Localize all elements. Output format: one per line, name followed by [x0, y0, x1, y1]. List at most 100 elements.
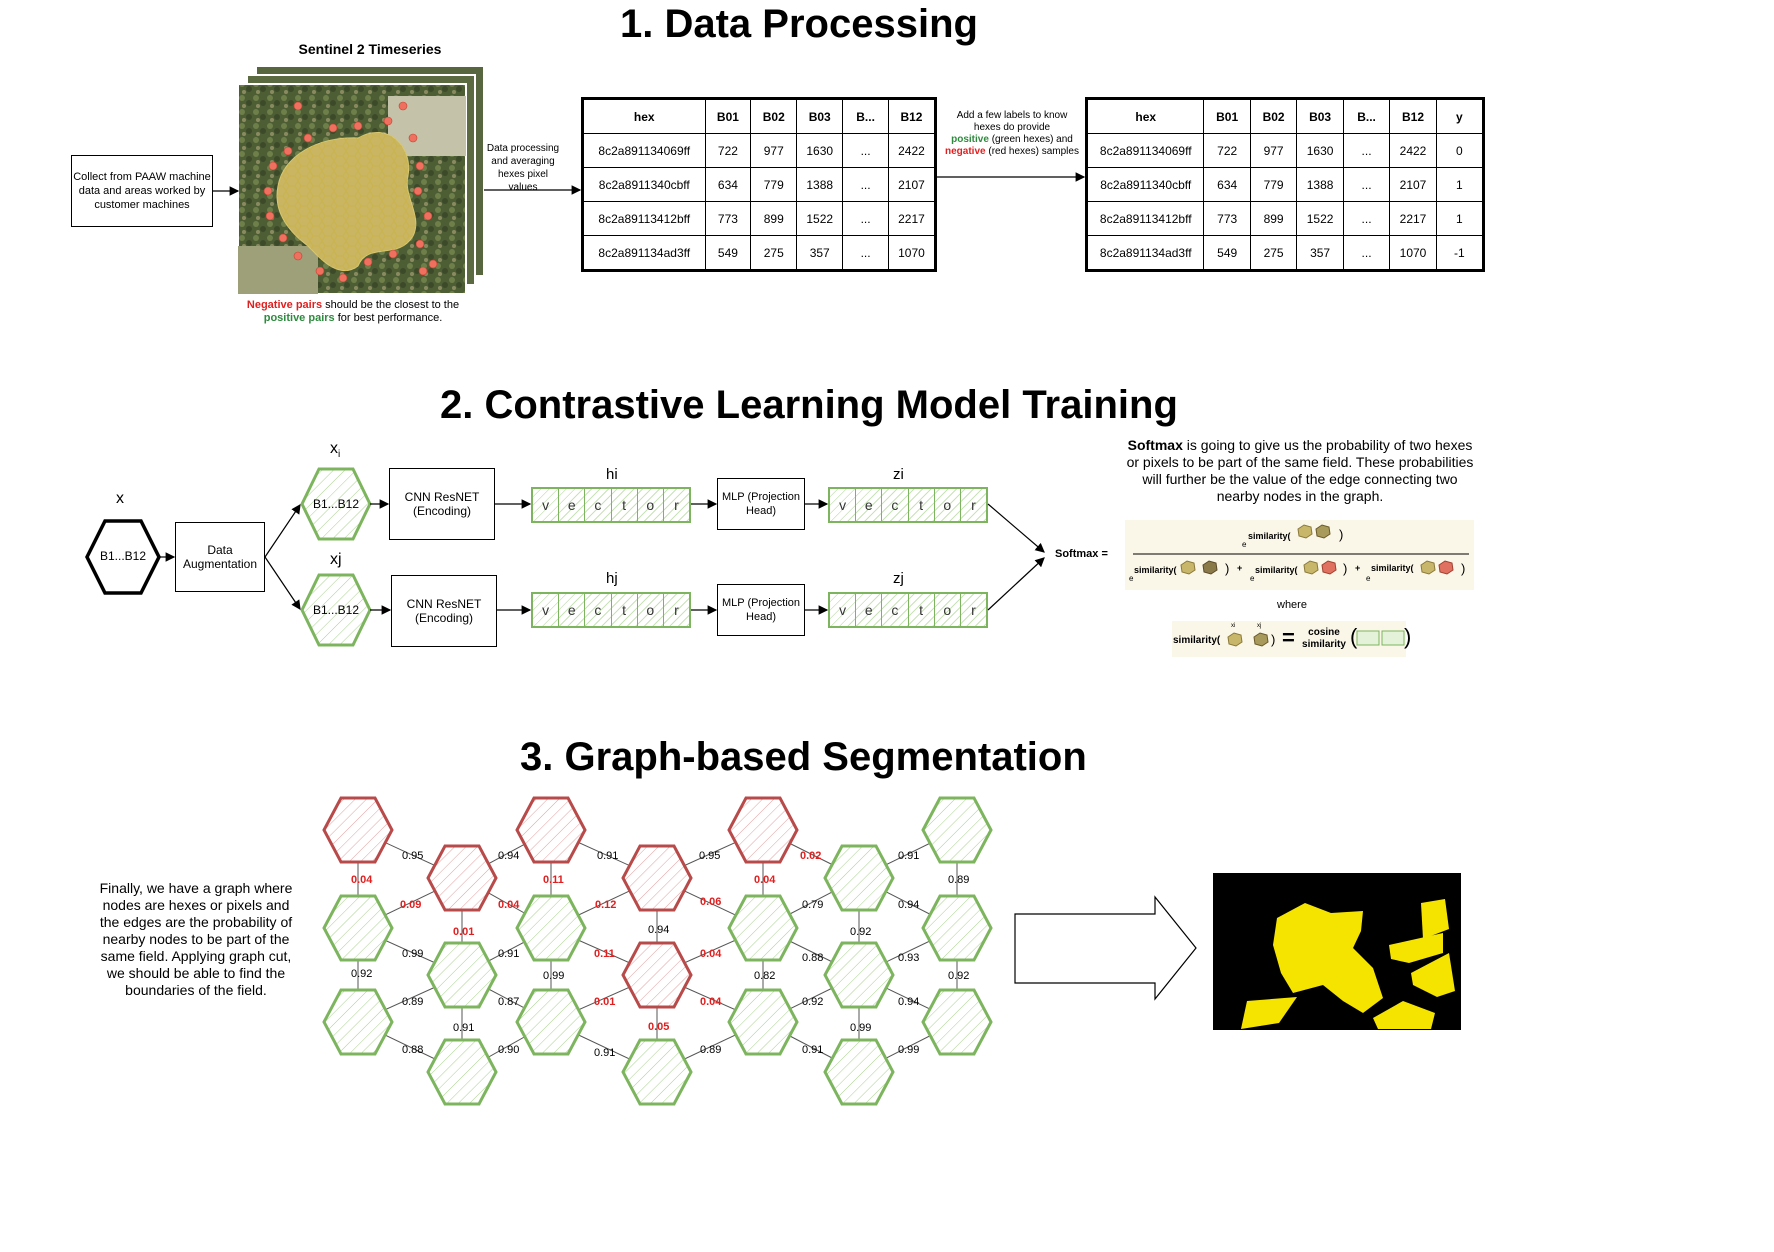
table-cell: 2107 [887, 167, 937, 202]
positive-hex-node [426, 941, 498, 1009]
negative-hex-node [621, 844, 693, 912]
vector-cell: r [674, 497, 679, 513]
table-cell: ... [842, 133, 889, 168]
vector-cell: v [533, 489, 560, 521]
edge-weight-label: 0.88 [802, 952, 824, 964]
formula-sim-1: similarity( [1134, 565, 1177, 575]
formula-plus-1: + [1237, 563, 1243, 573]
vector-cell: e [559, 594, 586, 626]
vector-cell: o [935, 489, 961, 521]
vector-cell: v [830, 489, 857, 521]
edge-weight-label: 0.99 [850, 1022, 872, 1034]
table-cell: 1630 [796, 133, 844, 168]
vector-cell: e [856, 594, 883, 626]
hex-node-bg [623, 1040, 691, 1104]
table-cell: 1 [1435, 167, 1485, 202]
hex-node-bg [825, 1040, 893, 1104]
hi-label: hi [606, 466, 618, 483]
edge-weight-label: 0.06 [700, 896, 722, 908]
collect-box: Collect from PAAW machine data and areas… [71, 155, 213, 227]
edge-weight-label: 0.91 [498, 948, 520, 960]
formula-close-3: ) [1461, 561, 1466, 576]
table2-header: B12 [1389, 98, 1437, 134]
formula-e-top: e [1242, 540, 1247, 549]
mlp-head-bottom: MLP (Projection Head) [717, 584, 805, 636]
table2-header: y [1435, 98, 1485, 134]
edge-weight-label: 0.89 [402, 996, 424, 1008]
positive-hex-node [823, 941, 895, 1009]
table2-header: B02 [1249, 98, 1298, 134]
hex-node-bg [923, 896, 991, 960]
xj-label: xj [330, 551, 342, 568]
mlp-head-bottom-text: MLP (Projection Head) [721, 597, 801, 623]
table-cell: 0 [1435, 133, 1485, 168]
cosine-label: cosine similarity [1302, 627, 1346, 650]
hex-node-bg [729, 896, 797, 960]
table-cell: 2217 [1389, 201, 1437, 236]
edge-weight-label: 0.01 [453, 926, 475, 938]
hex-node-bg [623, 943, 691, 1007]
vector-cell: v [533, 594, 560, 626]
edge-weight-label: 0.92 [351, 968, 373, 980]
edge-weight-label: 0.02 [800, 850, 822, 862]
table-cell: 357 [1296, 235, 1344, 271]
table-cell: ... [1342, 133, 1391, 168]
hex-node-bg [428, 1040, 496, 1104]
table-cell: 8c2a8911340cbff [582, 167, 706, 202]
table-cell: 1522 [796, 201, 844, 236]
formula-sim-2: similarity( [1255, 565, 1298, 575]
table1-header: B01 [704, 98, 752, 134]
softmax-explanation: Softmax is going to give us the probabil… [1126, 437, 1474, 504]
softmax-formula: e similarity( ) e similarity( ) + e simi… [1125, 520, 1474, 590]
table-cell: 2422 [1389, 133, 1437, 168]
edge-weight-label: 0.91 [594, 1047, 616, 1059]
x-label: x [116, 490, 124, 507]
zi-label: zi [893, 466, 904, 483]
table-cell: 1 [1435, 201, 1485, 236]
hex-node-bg [517, 798, 585, 862]
hex-node-bg [729, 798, 797, 862]
positive-hex-node [823, 844, 895, 912]
mlp-head-top: MLP (Projection Head) [717, 478, 805, 530]
processing-arrow-label: Data processing and averaging hexes pixe… [486, 143, 560, 193]
positive-hex-node [515, 894, 587, 962]
hex-node-bg [324, 990, 392, 1054]
hex-node-bg [324, 896, 392, 960]
table2-header: B01 [1203, 98, 1251, 134]
vector-cell: o [638, 594, 664, 626]
vector-cell: o [935, 594, 961, 626]
edge-weight-label: 0.89 [948, 874, 970, 886]
edge-weight-label: 0.04 [700, 996, 722, 1008]
formula-e-1: e [1129, 574, 1134, 583]
table-cell: 8c2a891134069ff [582, 133, 706, 168]
edge-weight-label: 0.91 [597, 850, 619, 862]
table-cell: 977 [1249, 133, 1298, 168]
graph-description: Finally, we have a graph where nodes are… [99, 880, 293, 998]
table-cell: 8c2a891134ad3ff [1085, 235, 1205, 271]
positive-hex-node [426, 1038, 498, 1106]
table-cell: 1522 [1296, 201, 1344, 236]
table-labeled-hexes: hex B01 B02 B03 B... B12 y 8c2a891134069… [1085, 97, 1485, 272]
table-cell: 899 [1249, 201, 1298, 236]
edge-weight-label: 0.94 [648, 924, 670, 936]
hex-node-bg [428, 846, 496, 910]
cnn-encoder-top: CNN ResNET (Encoding) [389, 468, 495, 540]
table-cell: 8c2a89113412bff [1085, 201, 1205, 236]
vector-cell: e [559, 489, 586, 521]
table-cell: 1388 [796, 167, 844, 202]
hex-node-bg [729, 990, 797, 1054]
edge-weight-label: 0.95 [699, 850, 721, 862]
edge-weight-label: 0.92 [850, 926, 872, 938]
cos-paren-close: ) [1404, 624, 1412, 649]
table-cell: 1630 [1296, 133, 1344, 168]
edge-weight-label: 0.91 [802, 1044, 824, 1056]
segmentation-result [1213, 873, 1461, 1030]
table1-header: B02 [750, 98, 798, 134]
positive-hex-node [621, 1038, 693, 1106]
field-graph [322, 796, 993, 1106]
table-cell: 722 [1203, 133, 1251, 168]
